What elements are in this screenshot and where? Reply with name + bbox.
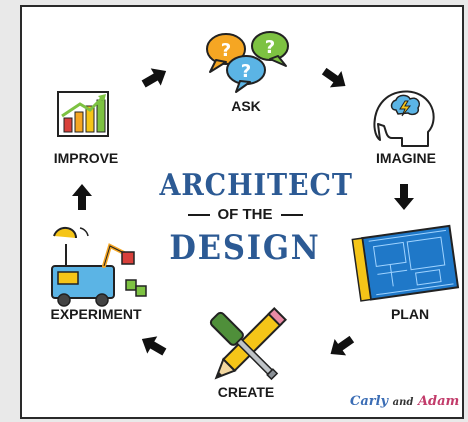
cycle-arrows [72, 67, 414, 356]
title-line-1: ARCHITECT [159, 168, 353, 203]
question-bubbles-icon: ? ? ? [206, 31, 289, 93]
arrow-plan-to-create [330, 335, 355, 356]
title-line-2-text: OF THE [217, 206, 273, 223]
title-rule-left [187, 213, 210, 216]
arrow-improve-to-ask [141, 68, 167, 88]
credit-name-2: Adam [417, 394, 460, 409]
credit-signature: Carly and Adam [350, 394, 459, 409]
step-ask-label: ASK [231, 98, 261, 114]
arrow-ask-to-imagine [321, 67, 346, 88]
step-imagine-label: IMAGINE [376, 150, 436, 166]
step-plan-label: PLAN [390, 306, 430, 322]
step-improve-label: IMPROVE [53, 150, 119, 166]
step-create-label: CREATE [217, 384, 275, 400]
robot-vehicle-icon [51, 227, 147, 307]
title-line-3: DESIGN [169, 228, 321, 268]
pencil-screwdriver-icon [209, 306, 288, 381]
credit-conjunction: and [392, 397, 414, 408]
title-rule-right [280, 213, 303, 216]
step-experiment-label: EXPERIMENT [50, 306, 142, 322]
svg-text:?: ? [221, 40, 231, 61]
blueprint-icon [351, 224, 460, 302]
credit-name-1: Carly [350, 394, 389, 409]
arrow-imagine-to-plan [394, 184, 414, 210]
head-lightbulb-icon [373, 90, 435, 147]
svg-text:?: ? [265, 37, 275, 58]
arrow-create-to-experiment [141, 336, 167, 356]
svg-text:?: ? [241, 61, 251, 82]
title-line-2: OF THE [160, 206, 330, 223]
bar-chart-icon [57, 91, 109, 137]
arrow-experiment-to-improve [72, 184, 92, 210]
